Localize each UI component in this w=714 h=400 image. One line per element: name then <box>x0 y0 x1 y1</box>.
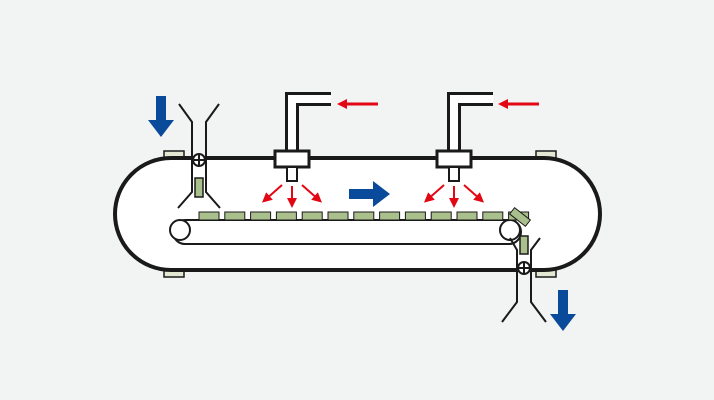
feed-down-arrow-icon <box>148 96 174 137</box>
spray-arrows <box>262 184 484 208</box>
product-tray <box>250 211 272 221</box>
product-tray <box>482 211 504 221</box>
nozzle-left-head <box>273 149 311 169</box>
product-tray <box>198 211 220 221</box>
tray-exiting <box>508 206 532 228</box>
belt-roller-left <box>169 219 191 241</box>
spray-arrow-icon <box>463 184 484 203</box>
outlet-lock <box>501 235 547 323</box>
spray-arrow-icon <box>301 184 322 203</box>
product-tray <box>430 211 452 221</box>
nozzle-right-tip <box>448 166 460 182</box>
product-tray <box>327 211 349 221</box>
product-tray <box>404 211 426 221</box>
product-tray <box>275 211 297 221</box>
belt-roller-right <box>499 219 521 241</box>
product-tray <box>379 211 401 221</box>
inlet-funnel-left-wall <box>177 103 193 209</box>
nozzle-right <box>435 92 493 182</box>
spray-arrow-icon <box>424 184 445 203</box>
nozzle-right-head <box>435 149 473 169</box>
conveyor-direction-arrow-icon <box>349 181 390 207</box>
product-tray <box>353 211 375 221</box>
product-tray <box>456 211 478 221</box>
outlet-tray <box>519 235 529 255</box>
flow-arrows <box>148 96 576 331</box>
nozzle-left <box>273 92 331 182</box>
outlet-funnel-left-wall <box>501 237 518 323</box>
outlet-funnel-right-wall <box>530 237 547 323</box>
product-tray <box>224 211 246 221</box>
inlet-tray <box>194 177 204 198</box>
inlet-lock <box>177 103 221 209</box>
inlet-funnel-right-wall <box>205 103 221 209</box>
product-tray <box>301 211 323 221</box>
discharge-down-arrow-icon <box>550 290 576 331</box>
spray-arrow-icon <box>262 184 283 203</box>
nozzle-left-tip <box>286 166 298 182</box>
